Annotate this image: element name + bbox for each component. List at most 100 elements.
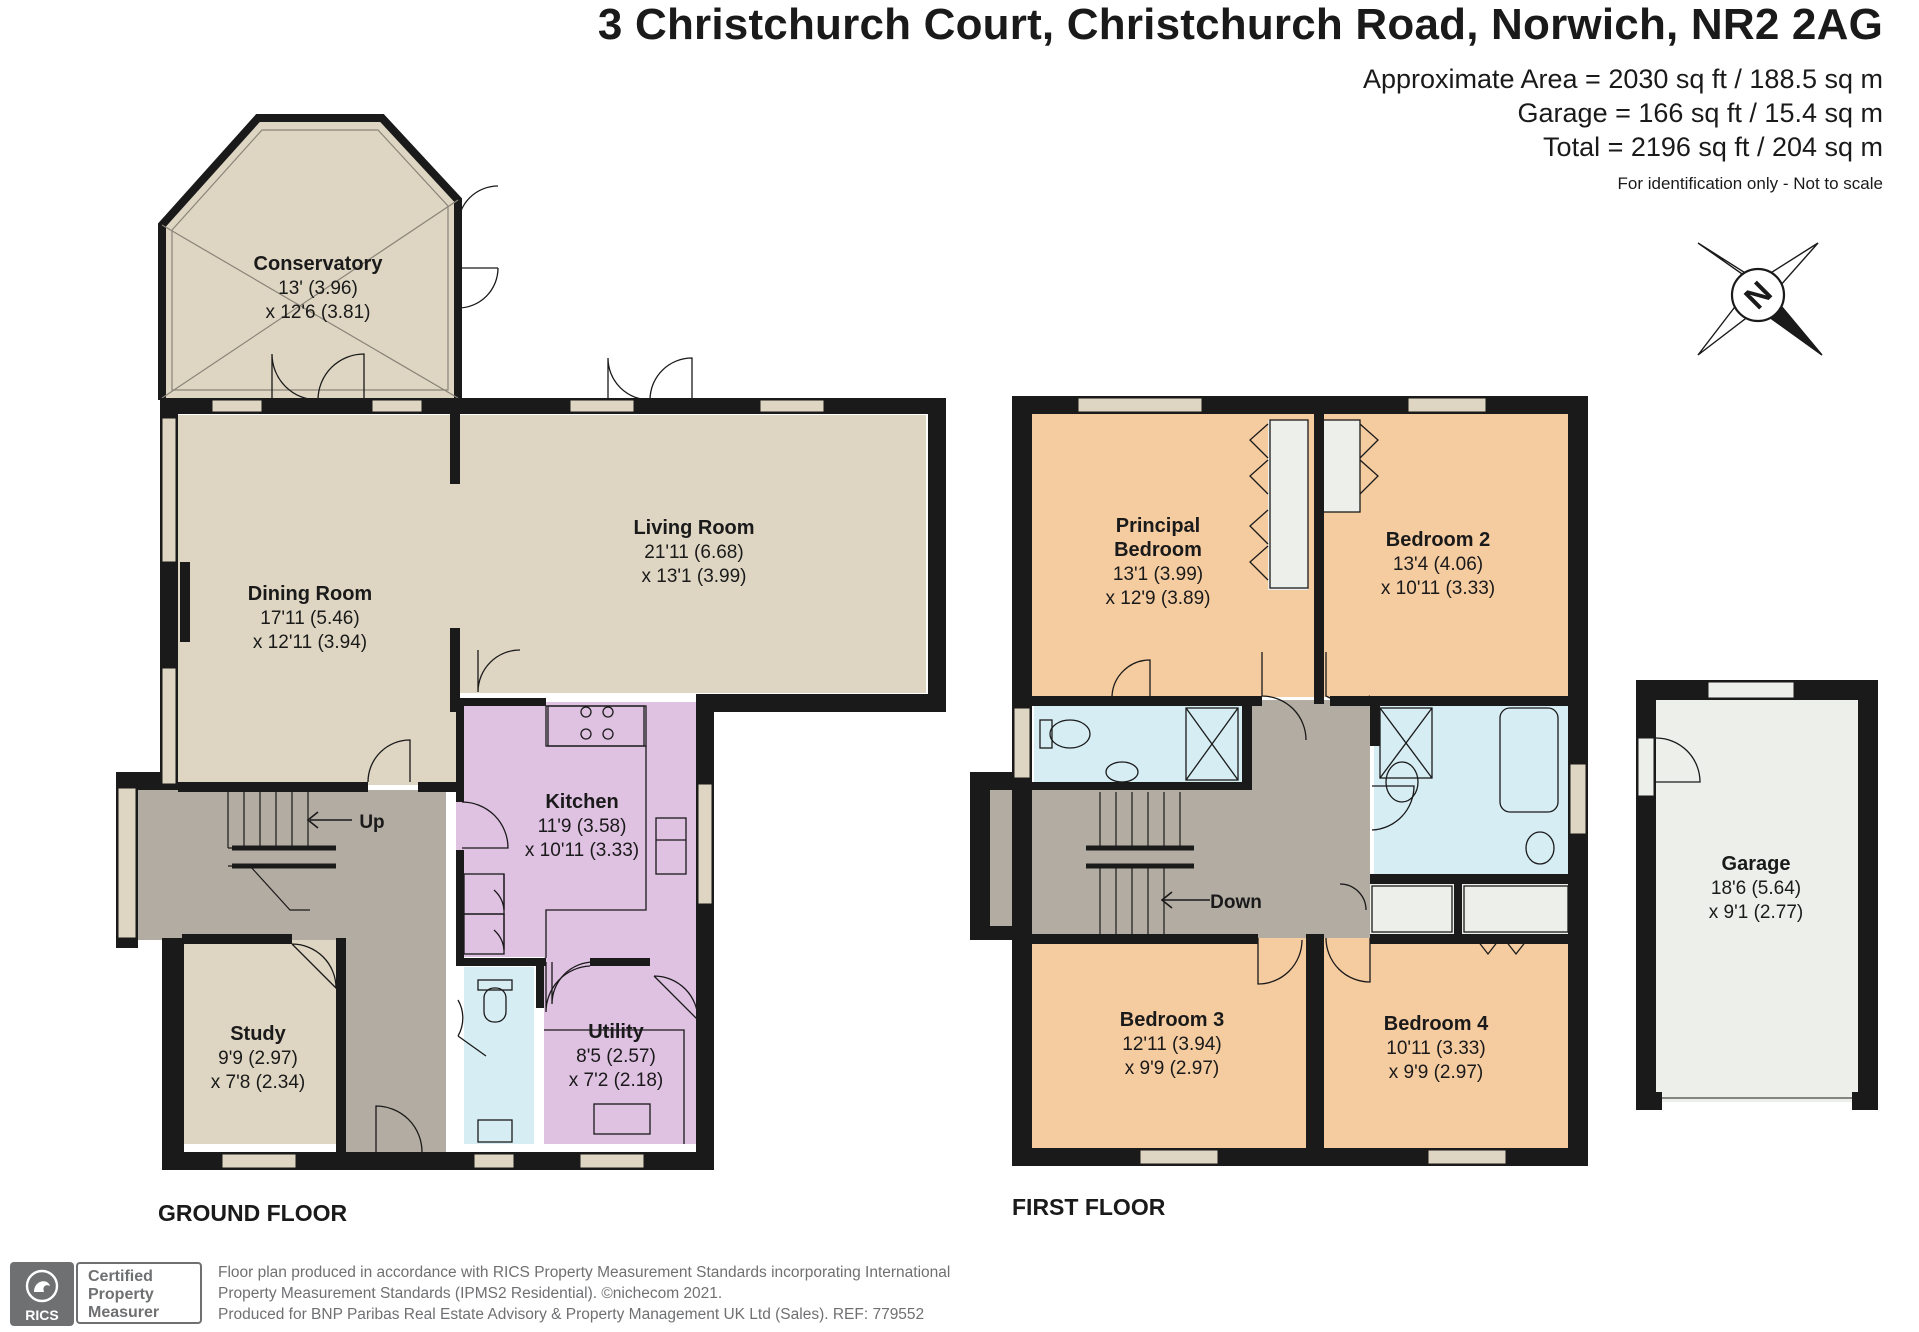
first-floor-label: FIRST FLOOR xyxy=(1012,1194,1166,1220)
kitchen-dim-2: x 10'11 (3.33) xyxy=(525,840,639,861)
dining-window xyxy=(211,399,263,413)
bathroom-toilet xyxy=(1385,761,1419,803)
living-room-dim-2: x 13'1 (3.99) xyxy=(641,566,746,587)
ground-north-wall xyxy=(160,398,946,414)
kitchen-west-wall-2 xyxy=(456,850,464,960)
property-address-title: 3 Christchurch Court, Christchurch Road,… xyxy=(597,0,1883,49)
principal-bedroom-dim-1: 13'1 (3.99) xyxy=(1113,564,1203,585)
bed2-south-wall xyxy=(1330,696,1570,706)
ensuite-door xyxy=(1111,659,1151,697)
cert-line-2: Property xyxy=(88,1286,154,1303)
utility-fill xyxy=(544,957,696,1144)
conservatory-roof-line-1 xyxy=(161,224,459,399)
utility-back-door xyxy=(653,975,699,1022)
approximate-area-line: Approximate Area = 2030 sq ft / 188.5 sq… xyxy=(1362,64,1883,94)
bed3-bed4-wall xyxy=(1306,934,1324,1148)
ensuite-window xyxy=(1013,707,1031,779)
wc-door xyxy=(457,999,487,1057)
utility-sink xyxy=(593,1103,651,1135)
compass-circle xyxy=(1730,267,1786,323)
cupboard-door-1 xyxy=(493,874,505,911)
rics-lion-icon: RICS xyxy=(25,1269,59,1323)
ground-south-wall xyxy=(162,1152,714,1170)
plan-fills xyxy=(134,118,1858,1170)
bed4-north-wall xyxy=(1370,934,1570,944)
hob-unit xyxy=(545,705,647,747)
bath-shower-diagonal-2 xyxy=(1379,707,1433,779)
compass-rose: N xyxy=(1697,242,1823,356)
bedroom-3-dim-2: x 9'9 (2.97) xyxy=(1125,1058,1219,1079)
conservatory-roof-line-2 xyxy=(161,199,459,399)
bed4-cupboard-doors xyxy=(1473,935,1531,956)
study-east-wall xyxy=(336,938,346,1152)
garage-side-door xyxy=(1655,737,1701,783)
ensuite-basin xyxy=(1105,761,1139,783)
bed1-window xyxy=(1077,397,1203,413)
bedroom-4-fill xyxy=(1318,938,1570,1148)
bedroom-2-dim-2: x 10'11 (3.33) xyxy=(1381,578,1495,599)
kitchen-sink xyxy=(655,817,687,875)
kitchen-worktop-outline xyxy=(545,746,647,958)
bed3-window xyxy=(1139,1149,1219,1165)
footer-notice: Floor plan produced in accordance with R… xyxy=(218,1262,950,1325)
conservatory-dim-1: 13' (3.96) xyxy=(278,278,358,299)
principal-bedroom-name-2: Bedroom xyxy=(1114,539,1202,561)
conservatory-dim-2: x 12'6 (3.81) xyxy=(265,302,370,323)
rics-logo-text: RICS xyxy=(25,1307,58,1323)
bedroom-2-name: Bedroom 2 xyxy=(1386,529,1490,551)
dining-room-dim-2: x 12'11 (3.94) xyxy=(253,632,367,653)
study-dim-1: 9'9 (2.97) xyxy=(218,1048,298,1069)
cert-line-1: Certified xyxy=(88,1268,153,1285)
living-room-name: Living Room xyxy=(633,517,754,539)
landing-cupboard xyxy=(1371,885,1453,933)
dining-living-wall-2 xyxy=(450,628,460,712)
chimney-breast xyxy=(180,562,190,642)
bedroom-3-name: Bedroom 3 xyxy=(1120,1009,1224,1031)
study-name: Study xyxy=(230,1023,286,1045)
ensuite-south-wall xyxy=(1032,782,1252,790)
wardrobe-doors xyxy=(1249,423,1269,581)
certified-property-measurer-badge: Certified Property Measurer xyxy=(76,1262,202,1324)
study-fill xyxy=(182,940,342,1144)
up-arrow xyxy=(306,811,352,829)
wc-basin xyxy=(477,1119,513,1143)
bathroom-window xyxy=(1569,763,1587,835)
kitchen-west-wall-1 xyxy=(456,702,464,802)
kitchen-hall-door xyxy=(461,801,509,849)
dining-room-dim-1: 17'11 (5.46) xyxy=(260,608,359,629)
conservatory-glazing xyxy=(171,129,449,391)
landing-cupboard-fill xyxy=(1370,884,1456,936)
living-room-dim-1: 21'11 (6.68) xyxy=(644,542,743,563)
living-french-doors xyxy=(607,357,693,401)
study-dim-2: x 7'8 (2.34) xyxy=(211,1072,305,1093)
bedroom-3-dim-1: 12'11 (3.94) xyxy=(1122,1034,1221,1055)
bed1-south-wall xyxy=(1028,696,1262,706)
dining-hall-wall-1 xyxy=(178,782,368,792)
garage-dim-2: x 9'1 (2.77) xyxy=(1709,902,1803,923)
wc-cistern xyxy=(477,979,513,991)
shower-diagonal-2 xyxy=(1185,707,1239,781)
bedroom-4-cupboard-fill xyxy=(1462,884,1570,936)
ground-floor-label: GROUND FLOOR xyxy=(158,1200,348,1226)
conservatory-frame xyxy=(158,114,462,400)
rics-logo: RICS xyxy=(10,1262,74,1326)
plan-walls xyxy=(116,114,1878,1170)
utility-worktop xyxy=(544,1029,685,1144)
footer-line-3: Produced for BNP Paribas Real Estate Adv… xyxy=(218,1306,925,1323)
bedroom-2-dim-1: 13'4 (4.06) xyxy=(1393,554,1483,575)
cupboard-door-2 xyxy=(493,914,505,951)
kitchen-east-wall xyxy=(696,702,714,1166)
garage-window xyxy=(1707,681,1795,699)
room-labels: Conservatory 13' (3.96) x 12'6 (3.81) Di… xyxy=(211,253,1803,1093)
hob-ring-3 xyxy=(580,728,592,740)
living-room-fill xyxy=(456,415,926,693)
scale-disclaimer: For identification only - Not to scale xyxy=(1617,174,1883,193)
utility-west-wall xyxy=(536,958,544,1008)
wardrobe-fill xyxy=(1268,420,1308,590)
bed2-wardrobe xyxy=(1321,419,1361,513)
dining-side-window-2 xyxy=(161,417,177,563)
dining-hall-door xyxy=(367,739,411,783)
wc-toilet xyxy=(483,987,507,1023)
landing-cupboard-door xyxy=(1339,883,1367,911)
bed3-north-wall xyxy=(1032,934,1258,944)
